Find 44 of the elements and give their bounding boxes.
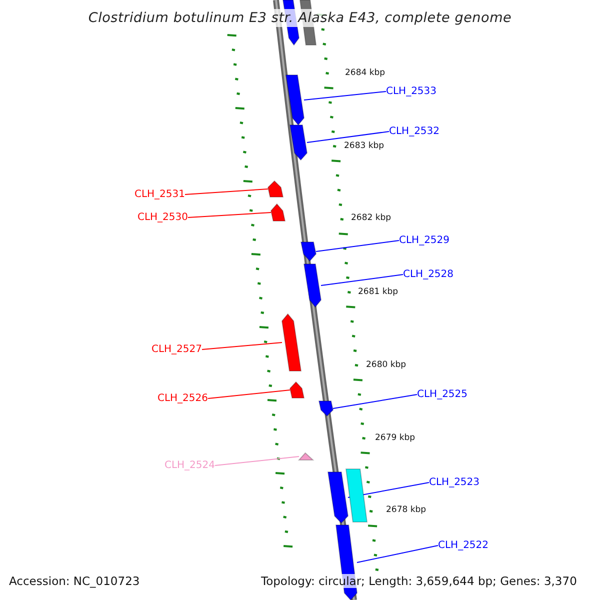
leader-line (188, 212, 272, 218)
leader-line (208, 390, 290, 399)
leader-line (214, 456, 300, 466)
scale-label: 2681 kbp (358, 287, 398, 298)
leader-line (356, 545, 438, 563)
gene-feature (282, 314, 301, 371)
scale-label: 2678 kbp (386, 505, 426, 516)
gene-feature (319, 401, 333, 416)
gene-feature (271, 204, 285, 221)
leader-line (320, 274, 404, 286)
leader-line (332, 394, 418, 409)
gene-label: CLH_2530 (137, 211, 188, 224)
genome-info: Accession: NC_010723 (9, 574, 140, 588)
gene-feature (290, 125, 307, 160)
gene-label: CLH_2526 (157, 392, 208, 405)
gene-feature (346, 469, 367, 522)
gene-label: CLH_2524 (164, 459, 215, 472)
scale-label: 2683 kbp (344, 141, 384, 152)
leader-line (202, 342, 282, 350)
leader-line (184, 188, 268, 195)
gene-feature (268, 181, 283, 197)
gene-marker (299, 453, 313, 460)
gene-label: CLH_2533 (386, 85, 437, 98)
gene-label: CLH_2529 (399, 234, 450, 247)
gene-feature (304, 264, 321, 307)
leader-line (316, 240, 400, 252)
scale-label: 2680 kbp (366, 360, 406, 371)
scale-label: 2684 kbp (345, 68, 386, 79)
gene-label: CLH_2523 (429, 476, 480, 489)
scale-label: 2679 kbp (375, 433, 416, 444)
gene-feature (328, 472, 348, 523)
scale-label: 2682 kbp (351, 213, 392, 224)
gene-label: CLH_2531 (134, 188, 185, 201)
genome-info: Topology: circular; Length: 3,659,644 bp; Genes: 3,370 (261, 574, 577, 588)
gene-label: CLH_2532 (389, 125, 440, 138)
leader-line (306, 131, 390, 143)
gene-label: CLH_2528 (403, 268, 454, 281)
leader-line (304, 91, 386, 100)
gene-label: CLH_2527 (151, 343, 202, 356)
gene-feature (286, 75, 304, 125)
gene-feature (301, 242, 316, 261)
gene-label: CLH_2525 (417, 388, 468, 401)
gene-label: CLH_2522 (438, 539, 489, 552)
gene-feature (290, 382, 304, 398)
